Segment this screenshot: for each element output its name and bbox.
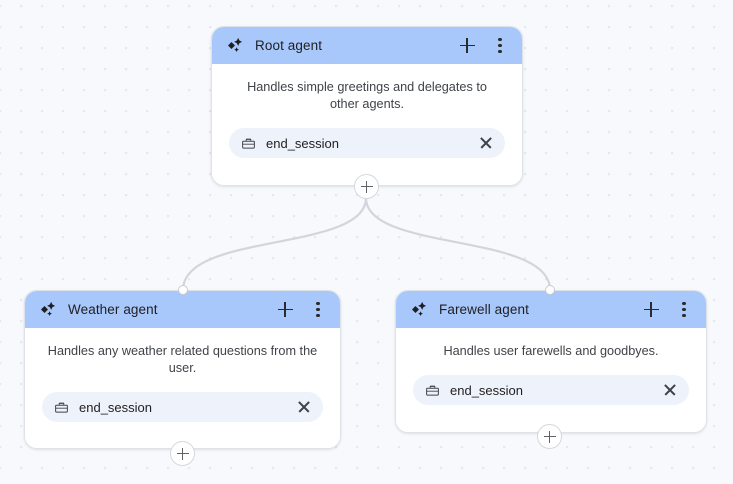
toolbox-icon [426,385,439,396]
node-root-add-child-handle[interactable] [354,174,379,199]
node-farewell-add-child-handle[interactable] [537,424,562,449]
node-header-farewell: Farewell agent [396,291,706,328]
sparkle-icon [412,301,427,316]
node-farewell-target-handle[interactable] [545,285,555,295]
tool-chip[interactable]: end_session [229,128,505,158]
node-inner: Root agent Handles simple greetings and … [212,27,522,185]
plus-icon [543,430,556,443]
node-header-root: Root agent [212,27,522,64]
node-inner: Weather agent Handles any weather relate… [25,291,340,448]
node-description: Handles user farewells and goodbyes. [443,344,659,358]
node-menu-button[interactable] [673,299,695,321]
tool-label: end_session [79,399,152,415]
agent-node-farewell[interactable]: Farewell agent Handles user farewells an… [395,290,707,433]
kebab-menu-icon [682,302,686,317]
remove-tool-button[interactable] [662,382,678,398]
edge-root-to-farewell [364,196,552,292]
tool-label: end_session [266,135,339,151]
edge-root-to-weather [181,196,368,292]
node-header-weather: Weather agent [25,291,340,328]
node-weather-target-handle[interactable] [178,285,188,295]
node-title: Weather agent [68,302,158,317]
add-sub-agent-button[interactable] [456,35,478,57]
tool-label: end_session [450,382,523,398]
node-menu-button[interactable] [307,299,329,321]
remove-tool-button[interactable] [296,399,312,415]
remove-tool-button[interactable] [478,135,494,151]
add-sub-agent-button[interactable] [640,299,662,321]
agent-node-root[interactable]: Root agent Handles simple greetings and … [211,26,523,186]
tool-list: end_session [42,392,323,438]
node-inner: Farewell agent Handles user farewells an… [396,291,706,432]
plus-icon [459,38,475,53]
kebab-menu-icon [316,302,320,317]
kebab-menu-icon [498,38,502,53]
node-title: Root agent [255,38,323,53]
node-body: Handles simple greetings and delegates t… [212,64,522,185]
toolbox-icon [242,138,255,149]
toolbox-icon [55,402,68,413]
agent-node-weather[interactable]: Weather agent Handles any weather relate… [24,290,341,449]
add-sub-agent-button[interactable] [274,299,296,321]
plus-icon [277,302,293,317]
sparkle-icon [228,37,243,52]
node-description: Handles any weather related questions fr… [47,344,318,375]
node-menu-button[interactable] [489,35,511,57]
plus-icon [360,180,373,193]
node-description: Handles simple greetings and delegates t… [247,80,487,111]
tool-list: end_session [229,128,505,174]
plus-icon [176,447,189,460]
node-title: Farewell agent [439,302,529,317]
node-body: Handles user farewells and goodbyes. end… [396,328,706,432]
tool-chip[interactable]: end_session [42,392,323,422]
node-body: Handles any weather related questions fr… [25,328,340,448]
sparkle-icon [41,301,56,316]
plus-icon [643,302,659,317]
node-weather-add-child-handle[interactable] [170,441,195,466]
tool-list: end_session [413,375,689,421]
tool-chip[interactable]: end_session [413,375,689,405]
